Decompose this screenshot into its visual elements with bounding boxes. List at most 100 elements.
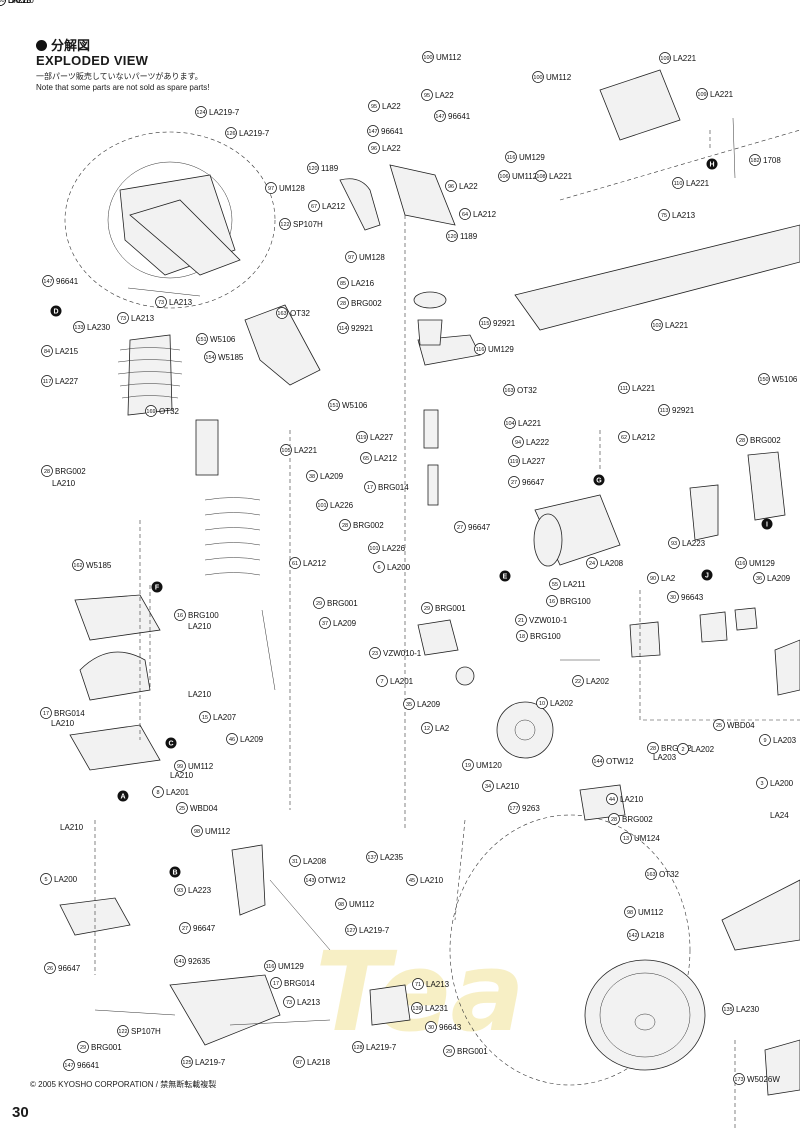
key-letter: A <box>120 794 125 801</box>
callout-circle <box>367 125 379 137</box>
callout-circle <box>618 382 630 394</box>
callout-number: 25 <box>179 806 185 812</box>
callout-circle <box>145 405 157 417</box>
callout-number: 13 <box>623 836 629 842</box>
callout-circle <box>658 404 670 416</box>
callout-number: 117 <box>43 379 52 385</box>
rear-wheel-outline <box>64 131 276 309</box>
callout-part-code: BRG002 <box>750 436 781 445</box>
shock-tower <box>244 304 321 386</box>
callout-number: 23 <box>372 651 378 657</box>
callout-part-code: BRG002 <box>353 521 384 530</box>
callout-number: 64 <box>462 212 468 218</box>
rear-hinge-pin <box>127 287 201 297</box>
callout-part-code: LA221 <box>549 172 573 181</box>
callout-part-code: LA213 <box>169 298 193 307</box>
knuckle-block <box>231 844 266 916</box>
callout-part-code: UM129 <box>519 153 545 162</box>
callout-number: 128 <box>353 1045 362 1051</box>
callout-circle <box>651 319 663 331</box>
callout-number: 182 <box>750 158 759 164</box>
callout-number: 133 <box>74 325 83 331</box>
callout-circle <box>620 832 632 844</box>
callout-number: 17 <box>367 485 373 491</box>
callout-number: 55 <box>552 582 558 588</box>
callout-circle <box>77 1041 89 1053</box>
callout-part-code: LA221 <box>518 419 542 428</box>
sub-label: LA210 <box>188 622 212 631</box>
callout-number: 26 <box>47 966 53 972</box>
callout-number: 15 <box>202 715 208 721</box>
callout-number: 139 <box>412 1006 421 1012</box>
callout-part-code: W5106 <box>772 375 798 384</box>
lower-arm-front <box>169 974 281 1046</box>
callout-circle <box>753 572 765 584</box>
sub-label: LA210 <box>52 479 76 488</box>
callout-number: 19 <box>465 763 471 769</box>
callout-part-code: UM112 <box>546 73 572 82</box>
callout-part-code: LA212 <box>303 559 327 568</box>
callout-number: 125 <box>182 1060 191 1066</box>
callout-circle <box>225 127 237 139</box>
callout-circle <box>515 614 527 626</box>
callout-circle <box>368 100 380 112</box>
callout-part-code: UM128 <box>359 253 385 262</box>
callout-circle <box>360 452 372 464</box>
gearbox-cover <box>79 651 151 701</box>
sub-label: LA24 <box>770 811 789 820</box>
callout-part-code: UM112 <box>436 53 462 62</box>
callout-circle <box>293 1056 305 1068</box>
callout-circle <box>434 110 446 122</box>
callout-number: 96 <box>371 146 377 152</box>
post-upper <box>423 409 439 449</box>
callout-number: 93 <box>177 888 183 894</box>
callout-circle <box>179 922 191 934</box>
callout-circle <box>191 825 203 837</box>
callout-circle <box>270 977 282 989</box>
callout-part-code: OT32 <box>517 386 538 395</box>
callout-part-code: OT32 <box>659 870 680 879</box>
key-letter: I <box>766 522 768 529</box>
callout-number: 124 <box>196 110 205 116</box>
callout-circle <box>369 647 381 659</box>
post-lower <box>427 464 439 506</box>
callout-number: 106 <box>499 174 508 180</box>
callout-number: 102 <box>652 323 661 329</box>
callout-part-code: 96647 <box>193 924 216 933</box>
callout-number: 143 <box>305 878 314 884</box>
callout-circle <box>758 373 770 385</box>
callout-circle <box>549 578 561 590</box>
callout-circle <box>280 444 292 456</box>
callout-number: 147 <box>64 1063 73 1069</box>
key-letter: C <box>168 741 173 748</box>
callout-number: 27 <box>457 525 463 531</box>
callout-part-code: BRG001 <box>91 1043 122 1052</box>
callout-circle <box>586 557 598 569</box>
callout-circle <box>713 719 725 731</box>
